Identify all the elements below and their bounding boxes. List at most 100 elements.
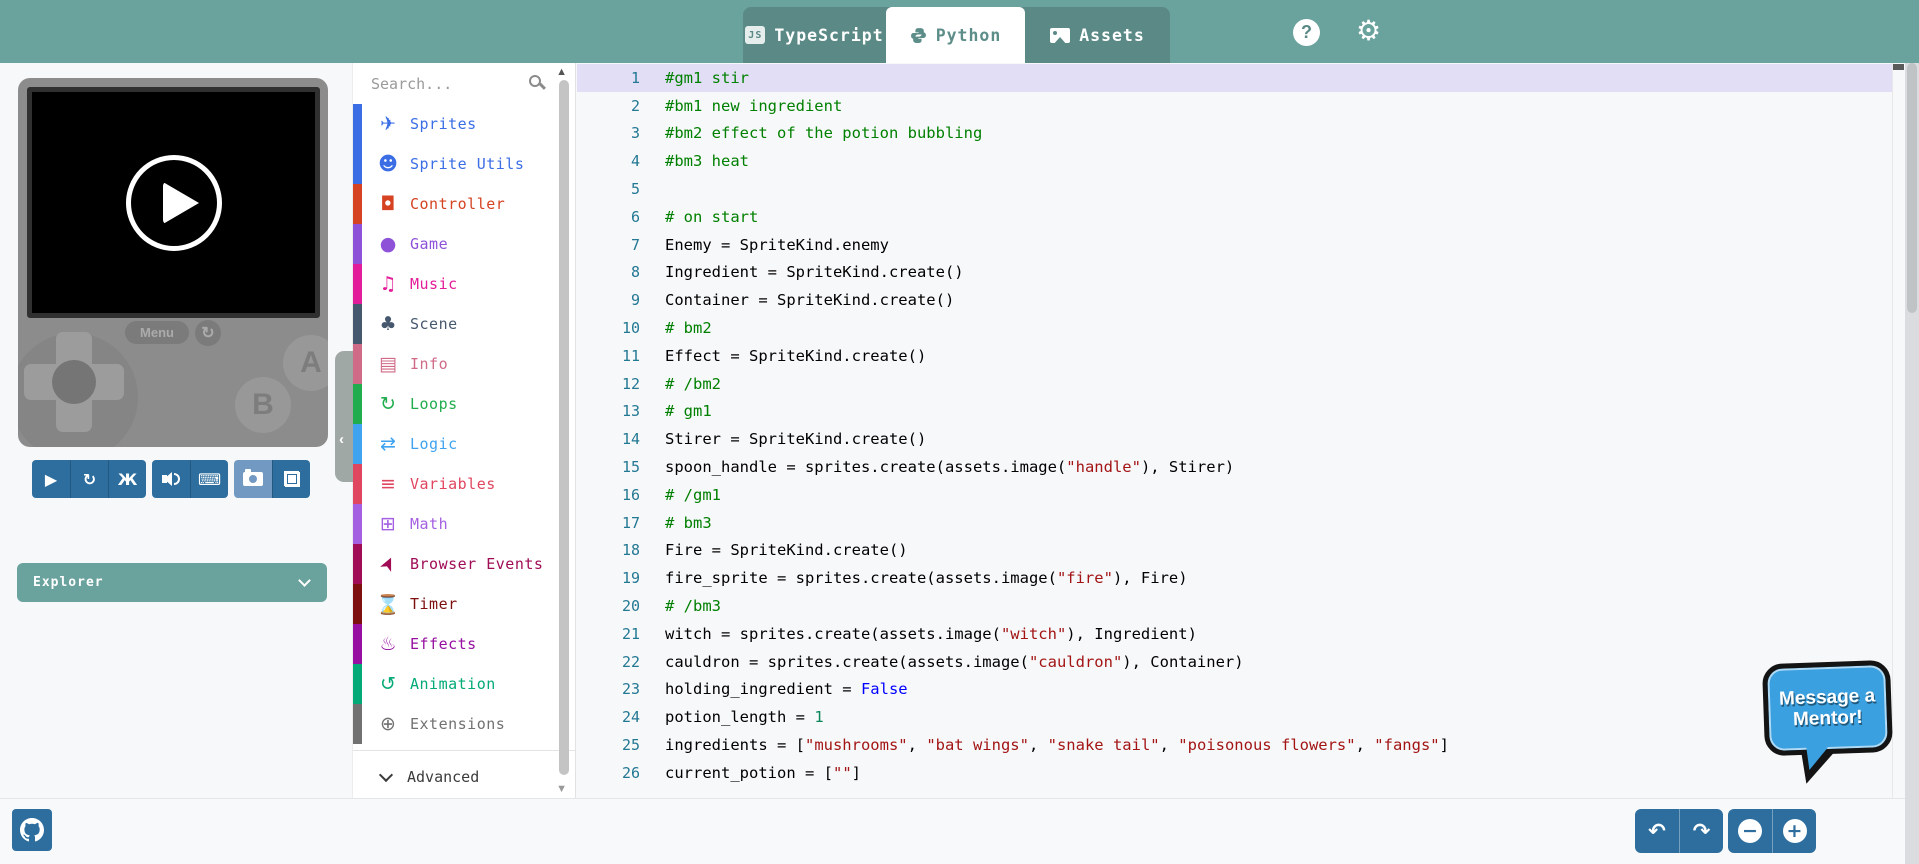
- code-text: # /gm1: [665, 485, 721, 504]
- message-mentor-button[interactable]: Message a Mentor!: [1761, 659, 1896, 786]
- code-text: Enemy = SpriteKind.enemy: [665, 235, 889, 254]
- console-menu-label: Menu: [140, 325, 174, 340]
- toolbox-category-loops[interactable]: ↻ Loops: [353, 384, 575, 424]
- play-overlay-button[interactable]: [125, 154, 222, 251]
- category-label: Loops: [410, 395, 458, 413]
- toolbox-category-browser-events[interactable]: ➤Browser Events: [353, 544, 575, 584]
- js-icon: JS: [745, 26, 766, 44]
- fullscreen-button[interactable]: [272, 460, 310, 498]
- line-number: 4: [630, 152, 640, 171]
- hourglass-icon: ⌛: [376, 593, 400, 616]
- category-color-bar: [353, 264, 362, 304]
- settings-button[interactable]: ⚙: [1356, 14, 1381, 48]
- tab-assets-label: Assets: [1079, 25, 1145, 45]
- code-line-4: 4#bm3 heat: [577, 147, 1893, 175]
- explorer-dropdown[interactable]: Explorer: [17, 563, 327, 602]
- dpad-center[interactable]: [52, 360, 96, 404]
- line-number: 26: [621, 763, 640, 782]
- code-line-24: 24 potion_length = 1: [577, 703, 1893, 731]
- toolbox-category-music[interactable]: ♫Music: [353, 264, 575, 304]
- line-number: 17: [621, 513, 640, 532]
- toolbox-scroll-up-arrow[interactable]: ▲: [556, 66, 567, 78]
- collapse-simulator-tab[interactable]: ‹: [335, 351, 353, 482]
- tab-assets[interactable]: Assets: [1025, 7, 1170, 63]
- rotate-icon: ↻: [380, 393, 396, 415]
- console-menu-button[interactable]: Menu: [125, 321, 189, 344]
- page-scrollbar-thumb[interactable]: [1907, 63, 1917, 313]
- code-line-12: 12# /bm2: [577, 370, 1893, 398]
- code-line-17: 17# bm3: [577, 509, 1893, 537]
- toolbox-category-effects[interactable]: ♨Effects: [353, 624, 575, 664]
- toolbox-scrollbar[interactable]: [559, 80, 569, 775]
- toolbox-category-controller[interactable]: ◘Controller: [353, 184, 575, 224]
- keyboard-button[interactable]: ⌨: [190, 460, 228, 498]
- code-text: potion_length = 1: [665, 708, 824, 727]
- circle-icon: ●: [379, 233, 397, 255]
- camera-icon: [243, 469, 263, 486]
- speaker-icon: [162, 472, 180, 486]
- category-label: Scene: [410, 315, 458, 333]
- page-scrollbar[interactable]: [1905, 63, 1919, 864]
- toolbox-category-extensions[interactable]: ⊕Extensions: [353, 704, 575, 744]
- game-console: Menu ↻ A B: [18, 78, 328, 447]
- tab-typescript[interactable]: JS TypeScript: [743, 7, 886, 63]
- code-text: Fire = SpriteKind.create(): [665, 541, 908, 560]
- b-button[interactable]: B: [235, 377, 291, 433]
- debug-button[interactable]: Ж: [108, 460, 146, 498]
- code-text: # /bm3: [665, 597, 721, 616]
- zoom-in-button[interactable]: +: [1772, 809, 1816, 853]
- toolbox-category-sprites[interactable]: ✈Sprites: [353, 104, 575, 144]
- play-button[interactable]: ▶: [32, 460, 70, 498]
- sound-button[interactable]: [152, 460, 190, 498]
- gear-icon: ⚙: [1356, 15, 1382, 46]
- category-label: Sprite Utils: [410, 155, 525, 173]
- search-input[interactable]: [371, 74, 521, 93]
- console-reset-button[interactable]: ↻: [195, 320, 221, 346]
- toolbox-category-variables[interactable]: ≡Variables: [353, 464, 575, 504]
- restart-button[interactable]: ↻: [70, 460, 108, 498]
- category-color-bar: [353, 584, 362, 624]
- toolbox-advanced[interactable]: Advanced: [353, 755, 575, 798]
- screenshot-button[interactable]: [234, 460, 272, 498]
- code-line-16: 16# /gm1: [577, 481, 1893, 509]
- current-line-marker: [1893, 64, 1904, 70]
- toolbox-category-timer[interactable]: ⌛Timer: [353, 584, 575, 624]
- toolbox-category-info[interactable]: ▤Info: [353, 344, 575, 384]
- github-button[interactable]: [12, 809, 52, 851]
- lines-icon: ≡: [380, 473, 396, 495]
- line-number: 24: [621, 708, 640, 727]
- line-number: 15: [621, 458, 640, 477]
- undo-redo-group: ↶ ↷: [1635, 809, 1723, 853]
- gamepad-icon: ◘: [380, 193, 396, 215]
- zoom-out-button[interactable]: −: [1728, 809, 1772, 853]
- help-button[interactable]: ?: [1293, 19, 1320, 46]
- mentor-text-line2: Mentor!: [1792, 706, 1864, 731]
- toolbox-category-math[interactable]: ⊞Math: [353, 504, 575, 544]
- category-color-bar: [353, 704, 362, 744]
- category-label: Info: [410, 355, 449, 373]
- editor-overview-ruler[interactable]: [1892, 63, 1905, 798]
- line-number: 18: [621, 541, 640, 560]
- a-button[interactable]: A: [283, 335, 328, 391]
- tab-python[interactable]: Python: [886, 7, 1025, 63]
- speech-bubble: Message a Mentor!: [1761, 659, 1894, 757]
- toolbox-category-logic[interactable]: ⇄Logic: [353, 424, 575, 464]
- toolbox-category-game[interactable]: ●Game: [353, 224, 575, 264]
- redo-button[interactable]: ↷: [1679, 809, 1723, 853]
- undo-button[interactable]: ↶: [1635, 809, 1679, 853]
- line-number: 20: [621, 597, 640, 616]
- shuffle-icon: ⇄: [380, 433, 396, 455]
- toolbox-scroll-down-arrow[interactable]: ▼: [556, 783, 567, 795]
- code-text: # on start: [665, 207, 759, 226]
- toolbox-category-sprite-utils[interactable]: ☻Sprite Utils: [353, 144, 575, 184]
- toolbox-category-scene[interactable]: ♣Scene: [353, 304, 575, 344]
- python-icon: [910, 27, 927, 44]
- toolbar-button-group: ▶↻Ж: [32, 460, 146, 498]
- sync-icon: ↺: [380, 673, 396, 695]
- category-color-bar: [353, 224, 362, 264]
- code-text: witch = sprites.create(assets.image("wit…: [665, 624, 1197, 643]
- code-text: Stirer = SpriteKind.create(): [665, 430, 927, 449]
- toolbox-category-animation[interactable]: ↺Animation: [353, 664, 575, 704]
